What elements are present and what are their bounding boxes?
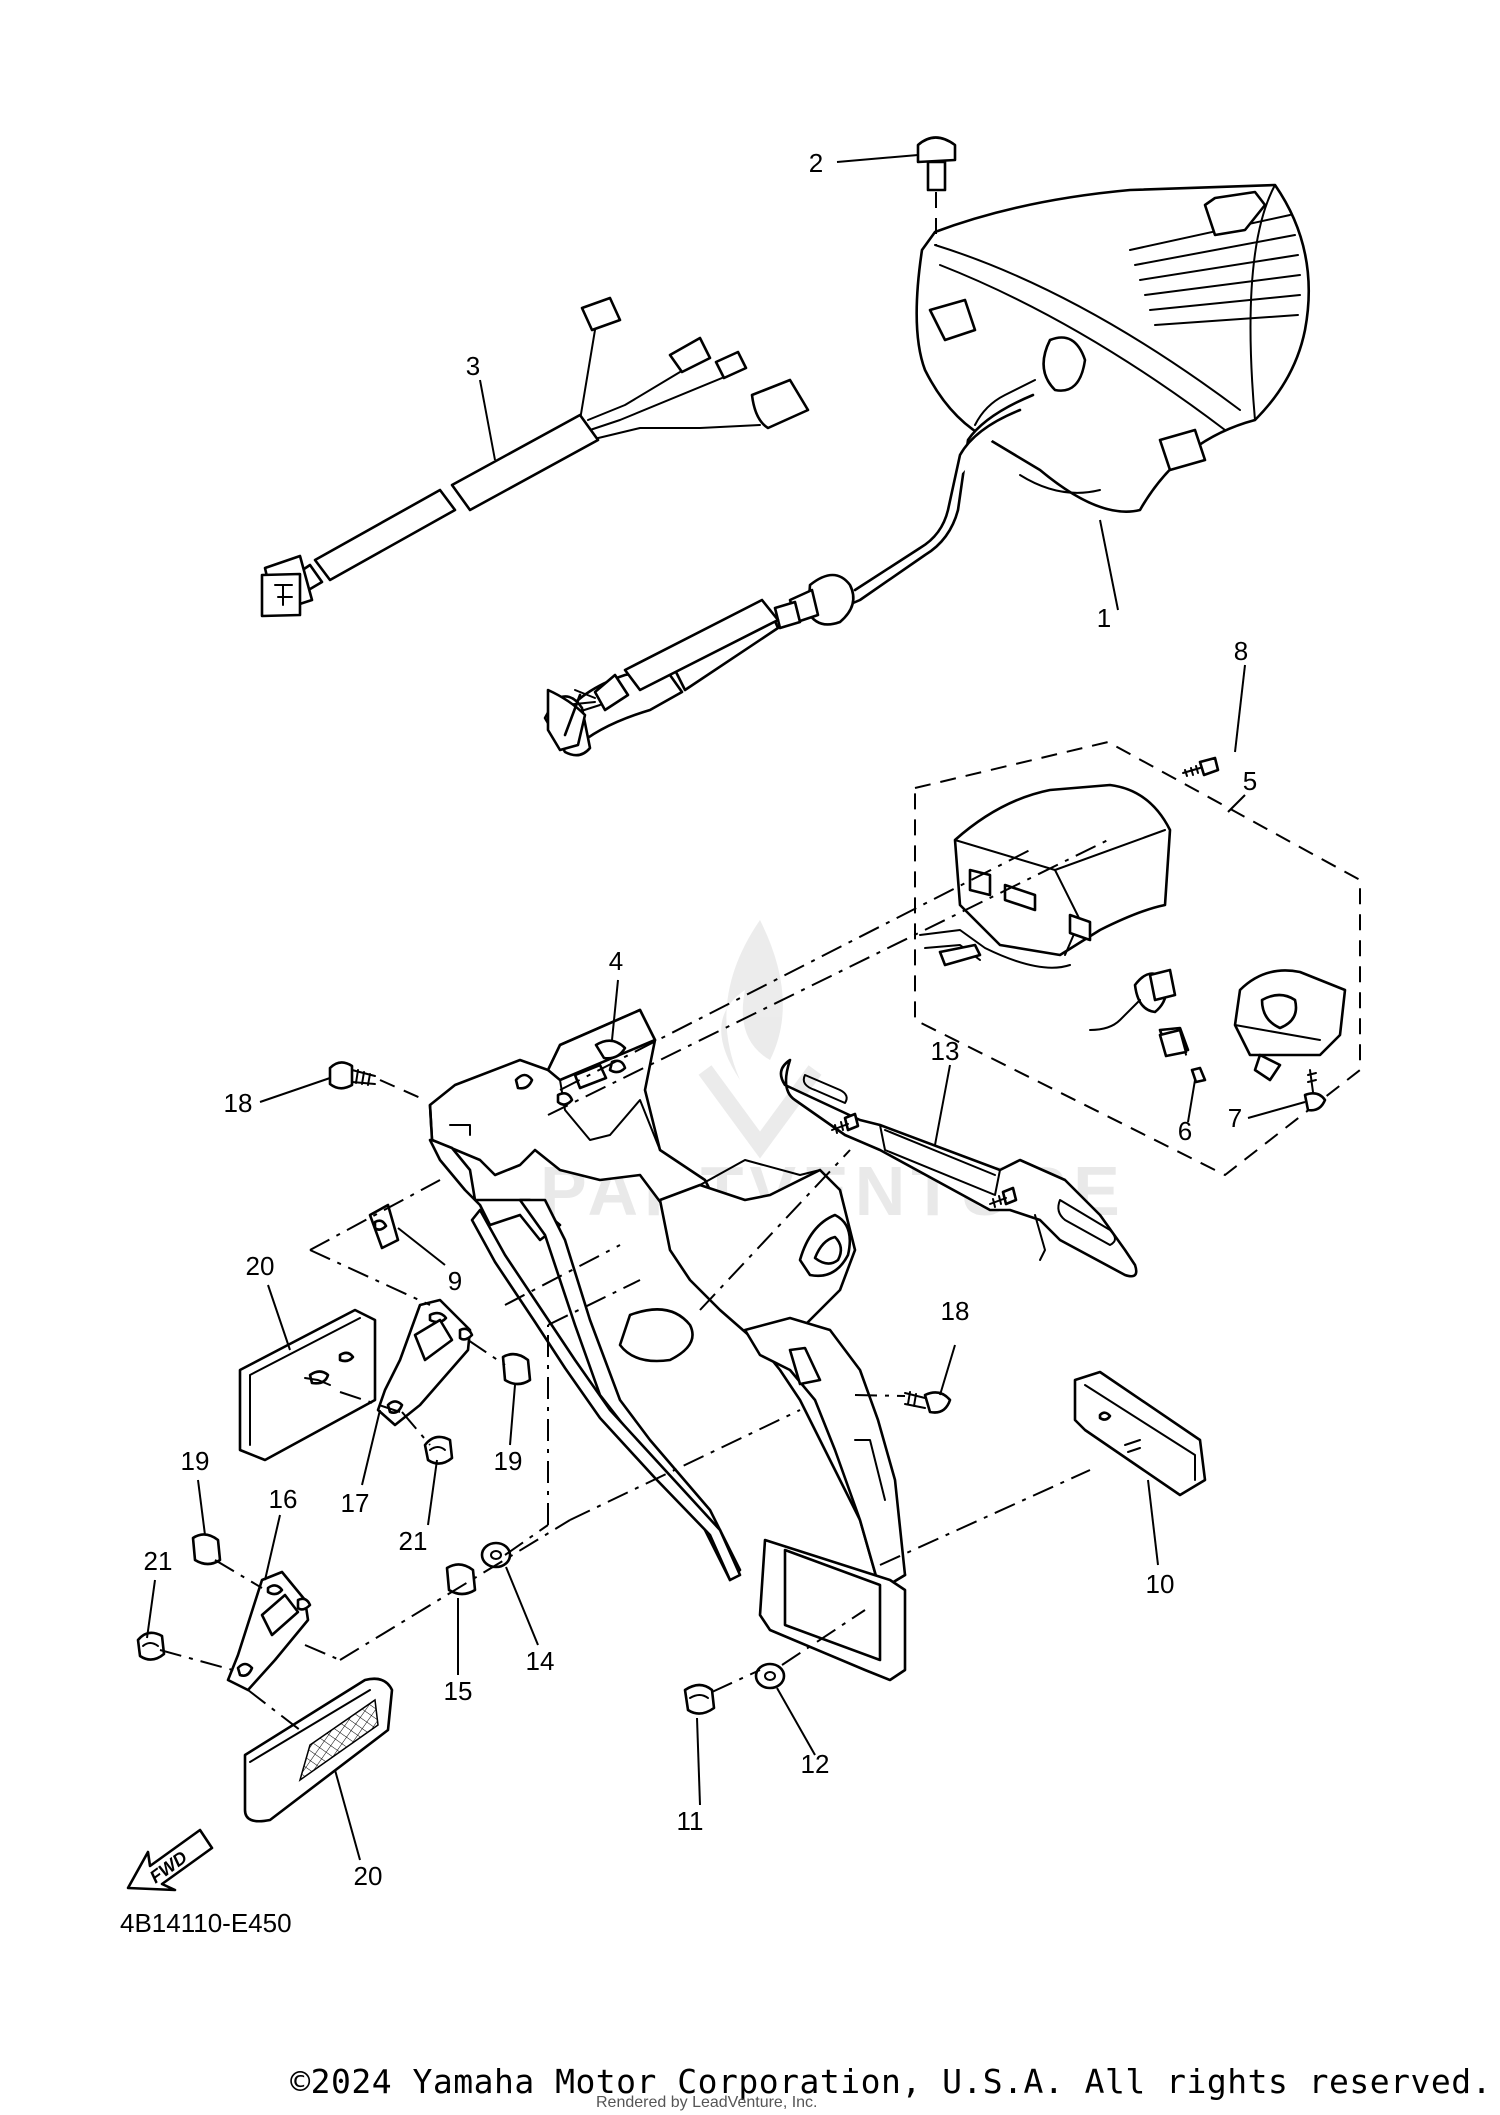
callout-3: 3: [466, 351, 480, 381]
part-14-washer: [480, 1541, 512, 1569]
callout-5: 5: [1243, 766, 1257, 796]
callout-20-lower: 20: [354, 1861, 383, 1891]
callout-18-lower: 18: [941, 1296, 970, 1326]
part-13-plate-bracket: [779, 1058, 1138, 1278]
part-1-cable: [546, 598, 780, 752]
callout-18-upper: 18: [224, 1088, 253, 1118]
part-12-washer: [754, 1662, 786, 1690]
part-2-knob: [916, 136, 957, 245]
part-17-bracket: [376, 1298, 474, 1427]
part-19-spacer-lower: [191, 1533, 222, 1566]
callout-12: 12: [801, 1749, 830, 1779]
part-10-reflector-right: [1073, 1370, 1207, 1497]
leader-lines: [146, 154, 1306, 1861]
part-20-reflector-upper: [238, 1308, 377, 1462]
part-11-nut: [683, 1683, 716, 1715]
callout-1: 1: [1097, 603, 1111, 633]
copyright-notice: ©2024 Yamaha Motor Corporation, U.S.A. A…: [0, 2062, 1500, 2101]
callout-4: 4: [609, 946, 623, 976]
part-7-screw: [1303, 1069, 1327, 1112]
callout-14: 14: [526, 1646, 555, 1676]
diagram-code: 4B14110-E450: [120, 1908, 292, 1938]
callout-11: 11: [677, 1806, 704, 1836]
part-21-nut-upper: [423, 1435, 454, 1465]
callout-21-right: 21: [399, 1526, 428, 1556]
part-21-nut-lower: [136, 1631, 166, 1661]
callout-21-left: 21: [144, 1546, 173, 1576]
callout-17: 17: [341, 1488, 370, 1518]
part-18-bolt-lower: [904, 1391, 952, 1414]
copyright-text: ©2024 Yamaha Motor Corporation, U.S.A. A…: [290, 2062, 1492, 2101]
part-5-license-lamp: [919, 783, 1347, 1084]
callout-6: 6: [1178, 1116, 1192, 1146]
callout-2: 2: [809, 148, 823, 178]
part-3-wire-harness: [260, 296, 810, 618]
part-15-spacer: [445, 1563, 477, 1596]
part-18-bolt-upper: [328, 1061, 426, 1101]
alignment-lines: [159, 839, 1109, 1731]
callout-8: 8: [1234, 636, 1248, 666]
callout-numbers: 1 2 3 4 5 6 7 8 9 10 11 12 13 14 15 16 1…: [144, 148, 1258, 1891]
callout-9: 9: [448, 1266, 462, 1296]
callout-20-upper: 20: [246, 1251, 275, 1281]
part-8-screw: [1182, 756, 1220, 777]
part-1-tail-light: [543, 183, 1311, 757]
rendered-by-text: Rendered by LeadVenture, Inc.: [596, 2094, 818, 2111]
part-6-pin: [1158, 1028, 1188, 1058]
callout-13: 13: [931, 1036, 960, 1066]
part-19-spacer-upper: [501, 1352, 532, 1386]
fwd-arrow-icon: FWD: [126, 1828, 214, 1892]
callout-7: 7: [1228, 1103, 1242, 1133]
callout-15: 15: [444, 1676, 473, 1706]
callout-16: 16: [269, 1484, 298, 1514]
part-20-reflector-lower: [243, 1677, 394, 1823]
callout-19-right: 19: [494, 1446, 523, 1476]
callout-19-left: 19: [181, 1446, 210, 1476]
part-16-bracket: [226, 1570, 312, 1692]
part-9-clip: [368, 1203, 400, 1250]
callout-10: 10: [1146, 1569, 1175, 1599]
part-4-fender-bracket: [428, 1008, 907, 1682]
